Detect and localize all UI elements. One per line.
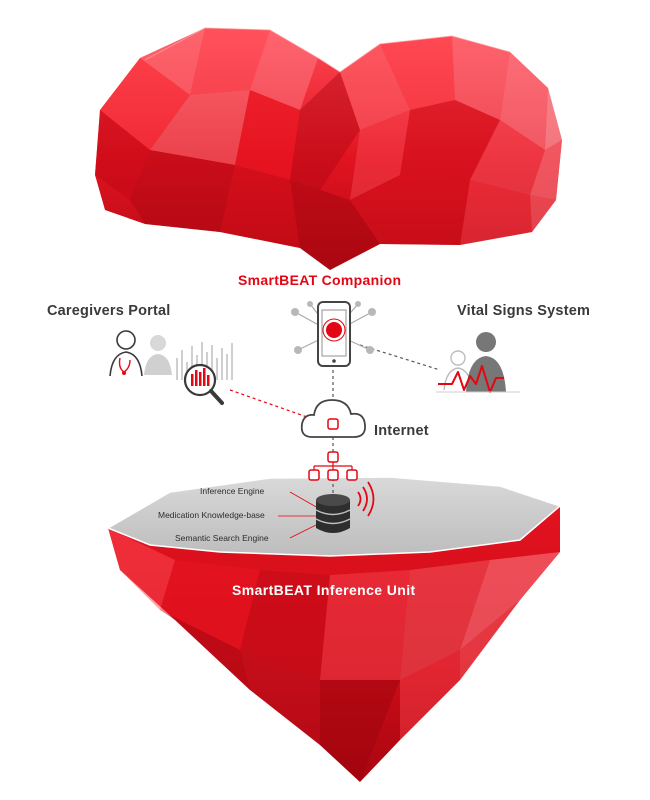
engine-item-inference-engine: Inference Engine — [200, 486, 265, 496]
smartphone-icon — [317, 301, 351, 367]
hierarchy-network-icon — [308, 451, 358, 481]
cloud-icon — [300, 399, 366, 438]
internet-label: Internet — [374, 423, 429, 439]
database-icon — [315, 494, 351, 533]
heart-bottom-shape — [108, 506, 560, 782]
patient-vitals-icon — [436, 332, 520, 393]
engine-item-semantic-search-engine: Semantic Search Engine — [175, 533, 269, 543]
engine-item-medication-knowledge-base: Medication Knowledge-base — [158, 510, 265, 520]
vital-signs-system-label: Vital Signs System — [457, 303, 591, 319]
heart-top-shape — [95, 27, 562, 270]
companion-label: SmartBEAT Companion — [238, 272, 402, 288]
wireless-signal-icon — [357, 481, 375, 517]
caregivers-portal-label: Caregivers Portal — [47, 303, 171, 319]
inference-unit-label: SmartBEAT Inference Unit — [232, 582, 416, 598]
caregivers-people-icon — [109, 330, 172, 377]
magnifier-chart-icon — [183, 363, 224, 405]
